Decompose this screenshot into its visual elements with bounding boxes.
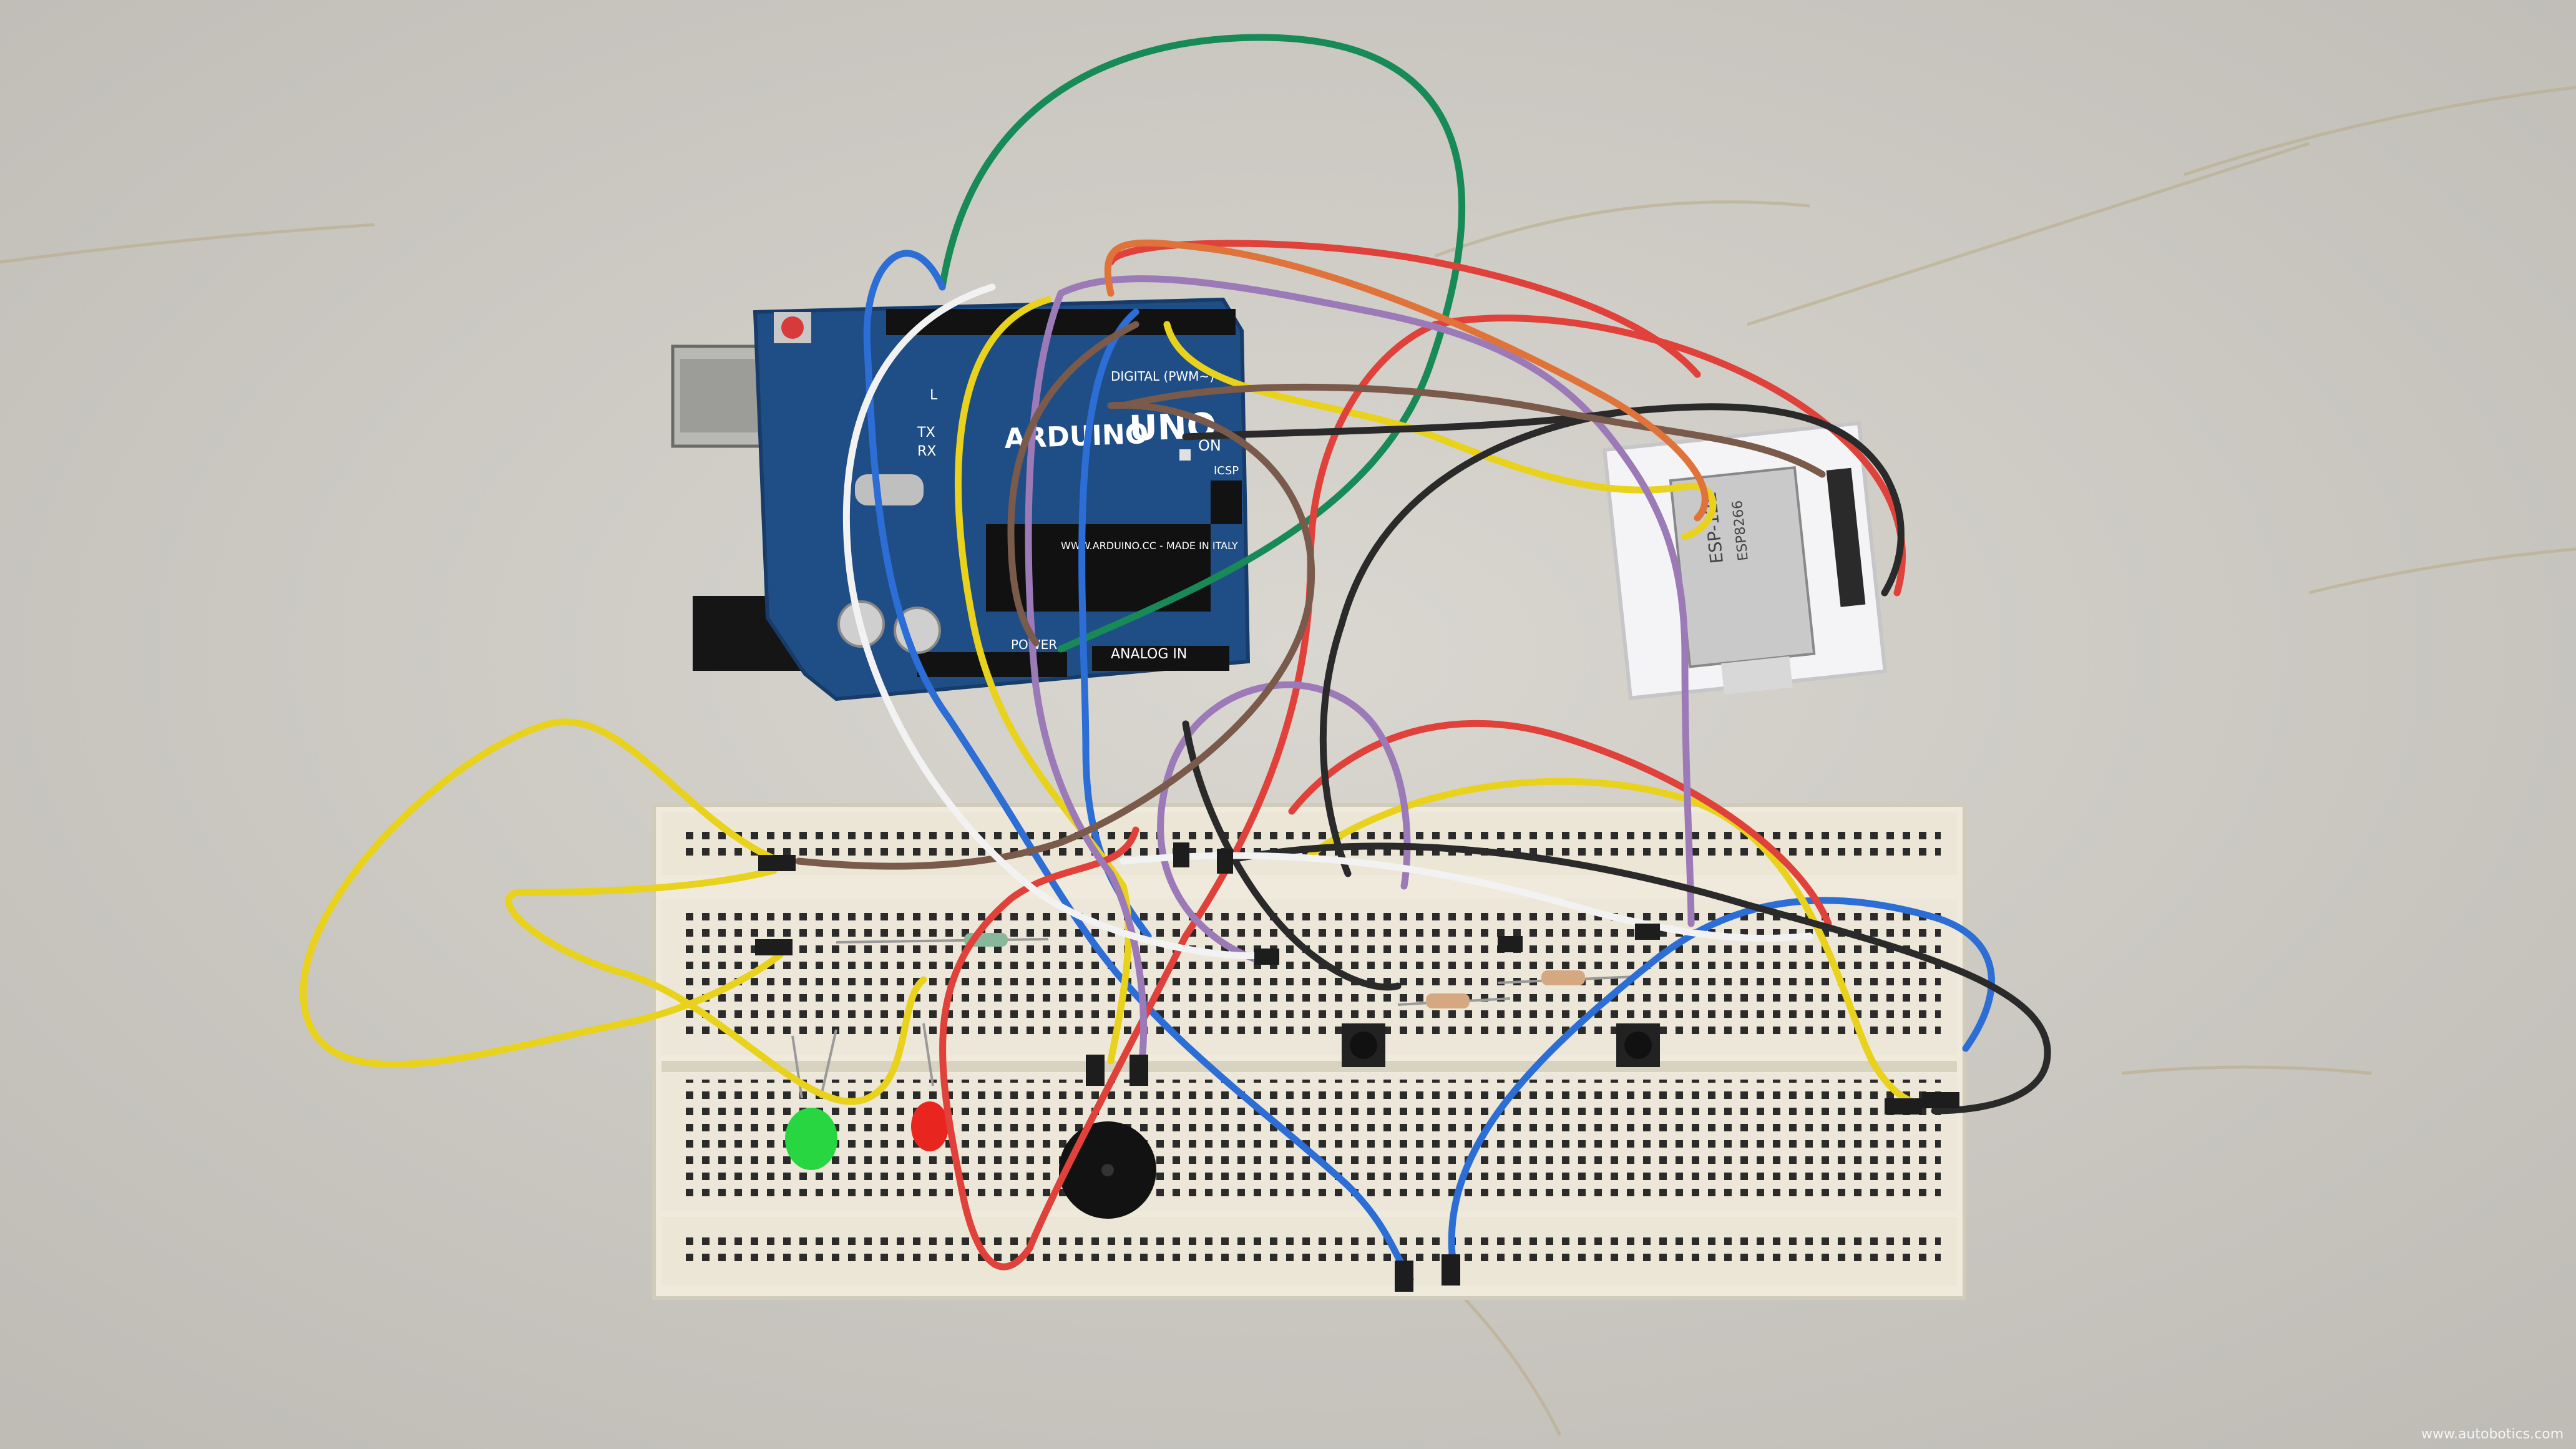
digital-label: DIGITAL (PWM~) xyxy=(1111,369,1214,384)
on-led xyxy=(1179,449,1191,461)
wire-purple xyxy=(1025,290,1148,1065)
green-led xyxy=(785,1029,837,1170)
push-button xyxy=(1342,1023,1385,1067)
wire-black xyxy=(1219,842,2051,1115)
watermark: www.autobotics.com xyxy=(2421,1427,2564,1442)
l-label: L xyxy=(930,388,938,403)
wire-purple xyxy=(1057,275,1695,927)
made-in-label: WWW.ARDUINO.CC - MADE IN ITALY xyxy=(1061,540,1238,552)
push-button xyxy=(1616,1023,1660,1067)
wire-orange xyxy=(1104,239,1709,522)
analog-label: ANALOG IN xyxy=(1111,646,1187,662)
wire-green xyxy=(939,34,1466,653)
arduino-pcb xyxy=(753,297,1251,701)
digital-header xyxy=(886,309,1236,335)
crystal xyxy=(855,474,924,505)
breadboard xyxy=(652,803,1966,1300)
esp-pin-header xyxy=(1826,467,1866,607)
wire-brown xyxy=(795,401,1315,870)
wire-brown xyxy=(1120,383,1826,478)
wire-blue xyxy=(1448,897,1995,1274)
table-stains xyxy=(0,85,2576,1437)
on-label: ON xyxy=(1198,437,1221,454)
wire-black xyxy=(1319,408,1626,877)
jumper-wires xyxy=(300,34,2051,1283)
red-led xyxy=(911,1023,949,1151)
icsp-label: ICSP xyxy=(1214,464,1239,477)
components xyxy=(785,933,1660,1219)
resistor xyxy=(1497,970,1636,985)
arduino-uno-board: ARDUINO UNO ON TX RX L DIGITAL (PWM~) AN… xyxy=(671,297,1251,701)
rx-label: RX xyxy=(917,444,936,459)
tx-label: TX xyxy=(917,425,935,441)
wire-red xyxy=(1288,720,1832,927)
wire-yellow xyxy=(300,718,784,1068)
wire-yellow xyxy=(1307,778,1957,1108)
analog-header xyxy=(1092,646,1229,671)
wire-brown xyxy=(1007,321,1139,646)
wire-purple xyxy=(1157,681,1411,965)
esp-module: ESP-12E ESP8266 xyxy=(1602,421,1888,701)
wire-yellow xyxy=(954,296,1132,1065)
esp-chip-shield xyxy=(1669,466,1816,668)
resistor xyxy=(1397,993,1511,1008)
power-header xyxy=(917,652,1067,677)
icsp-header xyxy=(1211,481,1242,524)
wire-black xyxy=(1182,403,1905,597)
wire-connectors xyxy=(755,842,1959,1292)
wire-white xyxy=(842,283,1271,960)
wire-black xyxy=(1182,720,1402,991)
center-channel xyxy=(661,1061,1957,1072)
wire-white xyxy=(1120,852,1813,942)
wire-yellow xyxy=(505,867,927,1105)
wire-blue xyxy=(863,250,1414,1283)
